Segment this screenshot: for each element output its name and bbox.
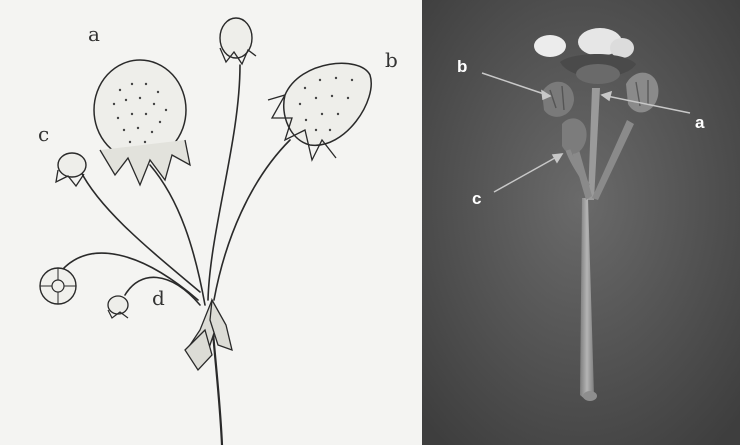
strawberry-photo (422, 0, 740, 445)
photo-label-b: b (457, 58, 467, 75)
base-bract-icon (185, 300, 232, 370)
top-bud-icon (220, 18, 256, 64)
photo-panel: b a c (422, 0, 740, 445)
photo-label-a: a (695, 114, 704, 131)
sketch-label-a: a (88, 24, 100, 44)
sketch-label-d: d (152, 288, 165, 308)
fruit-a-icon (94, 60, 190, 185)
bud-c-icon (56, 153, 86, 186)
sketch-label-b: b (385, 50, 398, 70)
sketch-label-c: c (38, 124, 49, 144)
fruit-b-icon (268, 63, 371, 160)
open-flower-icon (40, 268, 76, 304)
bud-d-icon (108, 296, 128, 318)
strawberry-sketch (0, 0, 422, 445)
photo-label-c: c (472, 190, 481, 207)
sketch-panel: a b c d (0, 0, 422, 445)
